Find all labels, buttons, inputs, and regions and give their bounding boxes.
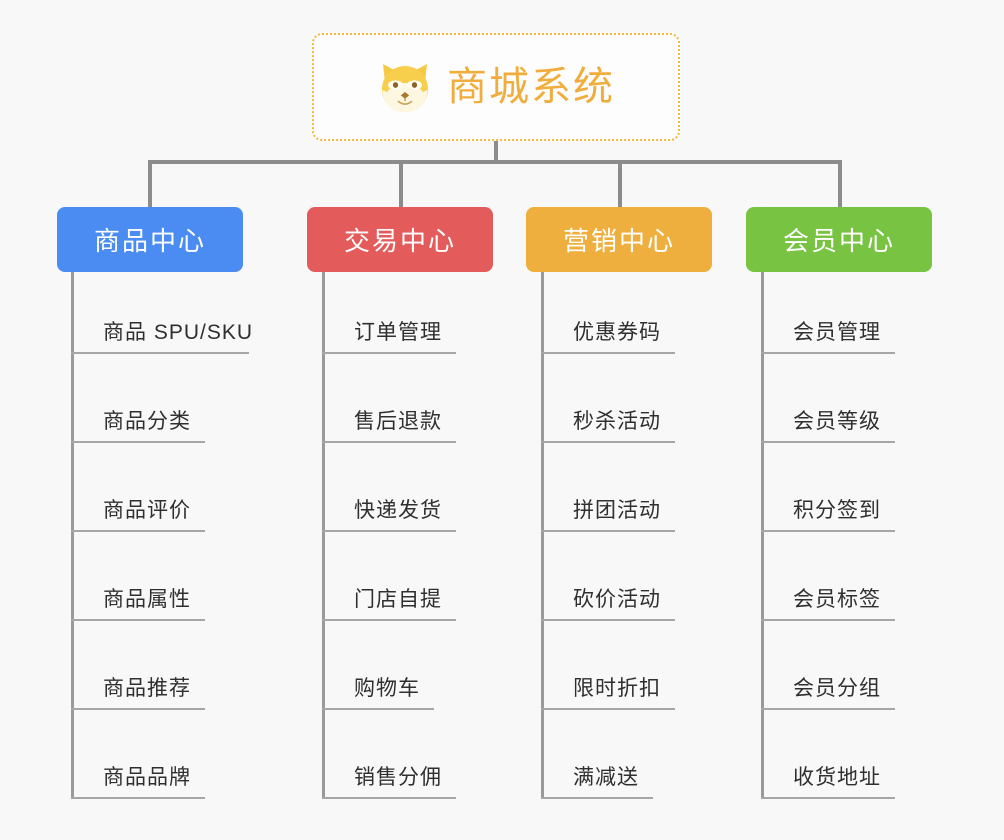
root-node-shop-system[interactable]: 商城系统 (312, 33, 680, 141)
leaf-item[interactable]: 订单管理 (322, 321, 456, 354)
category-box-4[interactable]: 会员中心 (746, 207, 932, 272)
leaf-spine (761, 272, 764, 799)
connector-drop-1 (148, 160, 152, 208)
leaf-item-label: 秒杀活动 (573, 410, 661, 433)
leaf-item[interactable]: 优惠券码 (541, 321, 675, 354)
connector-drop-4 (838, 160, 842, 208)
category-label: 商品中心 (93, 226, 206, 256)
leaf-item[interactable]: 限时折扣 (541, 677, 675, 710)
leaf-item[interactable]: 销售分佣 (322, 766, 456, 799)
leaf-item[interactable]: 商品 SPU/SKU (71, 321, 252, 354)
leaf-item[interactable]: 商品评价 (71, 499, 205, 532)
leaf-item-label: 限时折扣 (573, 677, 661, 700)
leaf-item-label: 商品属性 (103, 588, 191, 611)
connector-drop-3 (618, 160, 622, 208)
leaf-spine (322, 272, 325, 799)
leaf-item[interactable]: 门店自提 (322, 588, 456, 621)
leaf-item-label: 会员标签 (793, 588, 881, 611)
shiba-dog-icon (382, 64, 428, 113)
leaf-item-label: 订单管理 (354, 321, 442, 344)
leaf-item[interactable]: 商品推荐 (71, 677, 205, 710)
connector-drop-2 (399, 160, 403, 208)
connector-horizontal-bus (150, 160, 838, 164)
leaf-item-label: 商品品牌 (103, 766, 191, 789)
leaf-item-label: 拼团活动 (573, 499, 661, 522)
leaf-item-label: 商品分类 (103, 410, 191, 433)
category-label: 营销中心 (562, 226, 675, 256)
leaf-spine (71, 272, 74, 799)
leaf-item[interactable]: 购物车 (322, 677, 434, 710)
leaf-item[interactable]: 拼团活动 (541, 499, 675, 532)
category-box-2[interactable]: 交易中心 (307, 207, 493, 272)
leaf-item-label: 会员管理 (793, 321, 881, 344)
leaf-item-label: 会员等级 (793, 410, 881, 433)
leaf-item-label: 购物车 (354, 677, 420, 700)
leaf-item-label: 快递发货 (354, 499, 442, 522)
leaf-item[interactable]: 会员管理 (761, 321, 895, 354)
leaf-item-label: 优惠券码 (573, 321, 661, 344)
leaf-item-label: 门店自提 (354, 588, 442, 611)
category-box-1[interactable]: 商品中心 (57, 207, 243, 272)
leaf-item[interactable]: 秒杀活动 (541, 410, 675, 443)
leaf-item[interactable]: 砍价活动 (541, 588, 675, 621)
leaf-item[interactable]: 收货地址 (761, 766, 895, 799)
leaf-item[interactable]: 积分签到 (761, 499, 895, 532)
leaf-item[interactable]: 商品属性 (71, 588, 205, 621)
leaf-item[interactable]: 售后退款 (322, 410, 456, 443)
leaf-item-label: 商品 SPU/SKU (103, 321, 254, 344)
leaf-item-label: 会员分组 (793, 677, 881, 700)
leaf-item[interactable]: 满减送 (541, 766, 653, 799)
leaf-spine (541, 272, 544, 799)
leaf-item-label: 砍价活动 (573, 588, 661, 611)
category-label: 交易中心 (343, 226, 456, 256)
leaf-item-label: 商品推荐 (103, 677, 191, 700)
leaf-item[interactable]: 会员标签 (761, 588, 895, 621)
leaf-item-label: 积分签到 (793, 499, 881, 522)
connector-root-trunk (494, 141, 498, 163)
leaf-item[interactable]: 商品分类 (71, 410, 205, 443)
leaf-item-label: 售后退款 (354, 410, 442, 433)
leaf-item-label: 商品评价 (103, 499, 191, 522)
leaf-item[interactable]: 商品品牌 (71, 766, 205, 799)
leaf-item[interactable]: 会员等级 (761, 410, 895, 443)
leaf-item-label: 销售分佣 (354, 766, 442, 789)
leaf-item[interactable]: 会员分组 (761, 677, 895, 710)
leaf-item-label: 满减送 (573, 766, 639, 789)
category-label: 会员中心 (782, 226, 895, 256)
leaf-item[interactable]: 快递发货 (322, 499, 456, 532)
category-box-3[interactable]: 营销中心 (526, 207, 712, 272)
leaf-item-label: 收货地址 (793, 766, 881, 789)
root-title: 商城系统 (447, 65, 615, 109)
